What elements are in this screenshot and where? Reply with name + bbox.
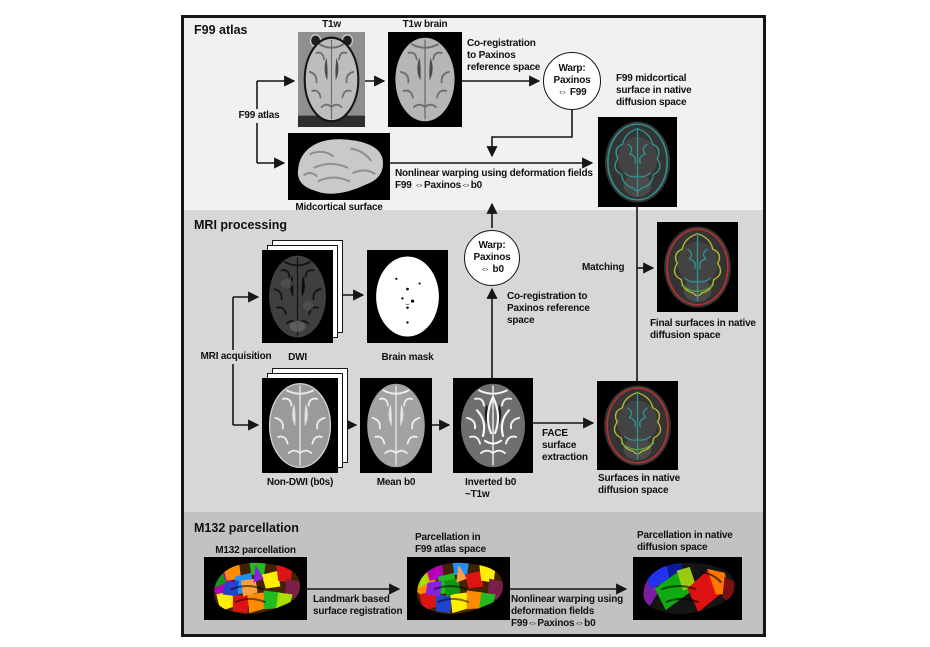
coregistration-b0-text: Co-registration to Paxinos reference spa… [507,291,590,327]
midcortical-surface-image [288,133,390,200]
dwi-label: DWI [288,352,307,363]
final-surfaces-image [657,222,738,312]
parcellation-native-caption: Parcellation in native diffusion space [637,530,733,554]
face-extraction-text: FACE surface extraction [542,428,588,464]
mean-b0-label: Mean b0 [376,477,416,488]
warp-paxinos-b0-node: Warp: Paxinos ⇔ b0 [464,230,520,286]
matching-label: Matching [582,262,625,273]
surfaces-native-caption: Surfaces in native diffusion space [598,473,680,497]
mean-b0-image [360,378,432,473]
inverted-b0-label: Inverted b0 ~T1w [465,477,517,501]
t1w-brain-label: T1w brain [402,19,448,30]
f99-midcortical-native-image [598,117,677,207]
t1w-image [298,32,365,127]
mri-section-title: MRI processing [194,218,288,232]
parcellation-f99-image [407,557,510,620]
brain-mask-label: Brain mask [381,352,434,363]
m132-section-title: M132 parcellation [194,521,299,535]
m132-parcellation-label: M132 parcellation [215,545,296,556]
mri-acquisition-label: MRI acquisition [191,350,281,365]
nonlinear-warping-f99-text: Nonlinear warping using deformation fiel… [395,168,593,192]
f99-midcortical-native-caption: F99 midcortical surface in native diffus… [616,73,692,109]
landmark-registration-text: Landmark based surface registration [313,594,403,618]
f99-section-title: F99 atlas [194,23,248,37]
final-surfaces-caption: Final surfaces in native diffusion space [650,318,756,342]
warp-paxinos-f99-node: Warp: Paxinos ⇔ F99 [543,52,601,110]
surfaces-native-image [597,381,678,470]
non-dwi-image [262,368,348,473]
t1w-label: T1w [322,19,341,30]
brain-mask-image [367,250,448,343]
parcellation-f99-caption: Parcellation in F99 atlas space [415,532,486,556]
parcellation-native-image [633,557,742,620]
f99-atlas-source-label: F99 atlas [227,109,291,124]
inverted-b0-image [453,378,533,473]
dwi-image [262,240,343,343]
coregistration-paxinos-text: Co-registration to Paxinos reference spa… [467,38,541,74]
m132-parcellation-image [204,557,307,620]
flow-arrows-layer [232,75,655,595]
midcortical-surface-label: Midcortical surface [295,202,383,213]
t1w-brain-image [388,32,462,127]
nonlinear-warping-m132-text: Nonlinear warping using deformation fiel… [511,594,624,630]
pipeline-diagram: F99 atlas T1w T1w brain Co-registration … [181,15,766,637]
non-dwi-label: Non-DWI (b0s) [266,477,334,488]
